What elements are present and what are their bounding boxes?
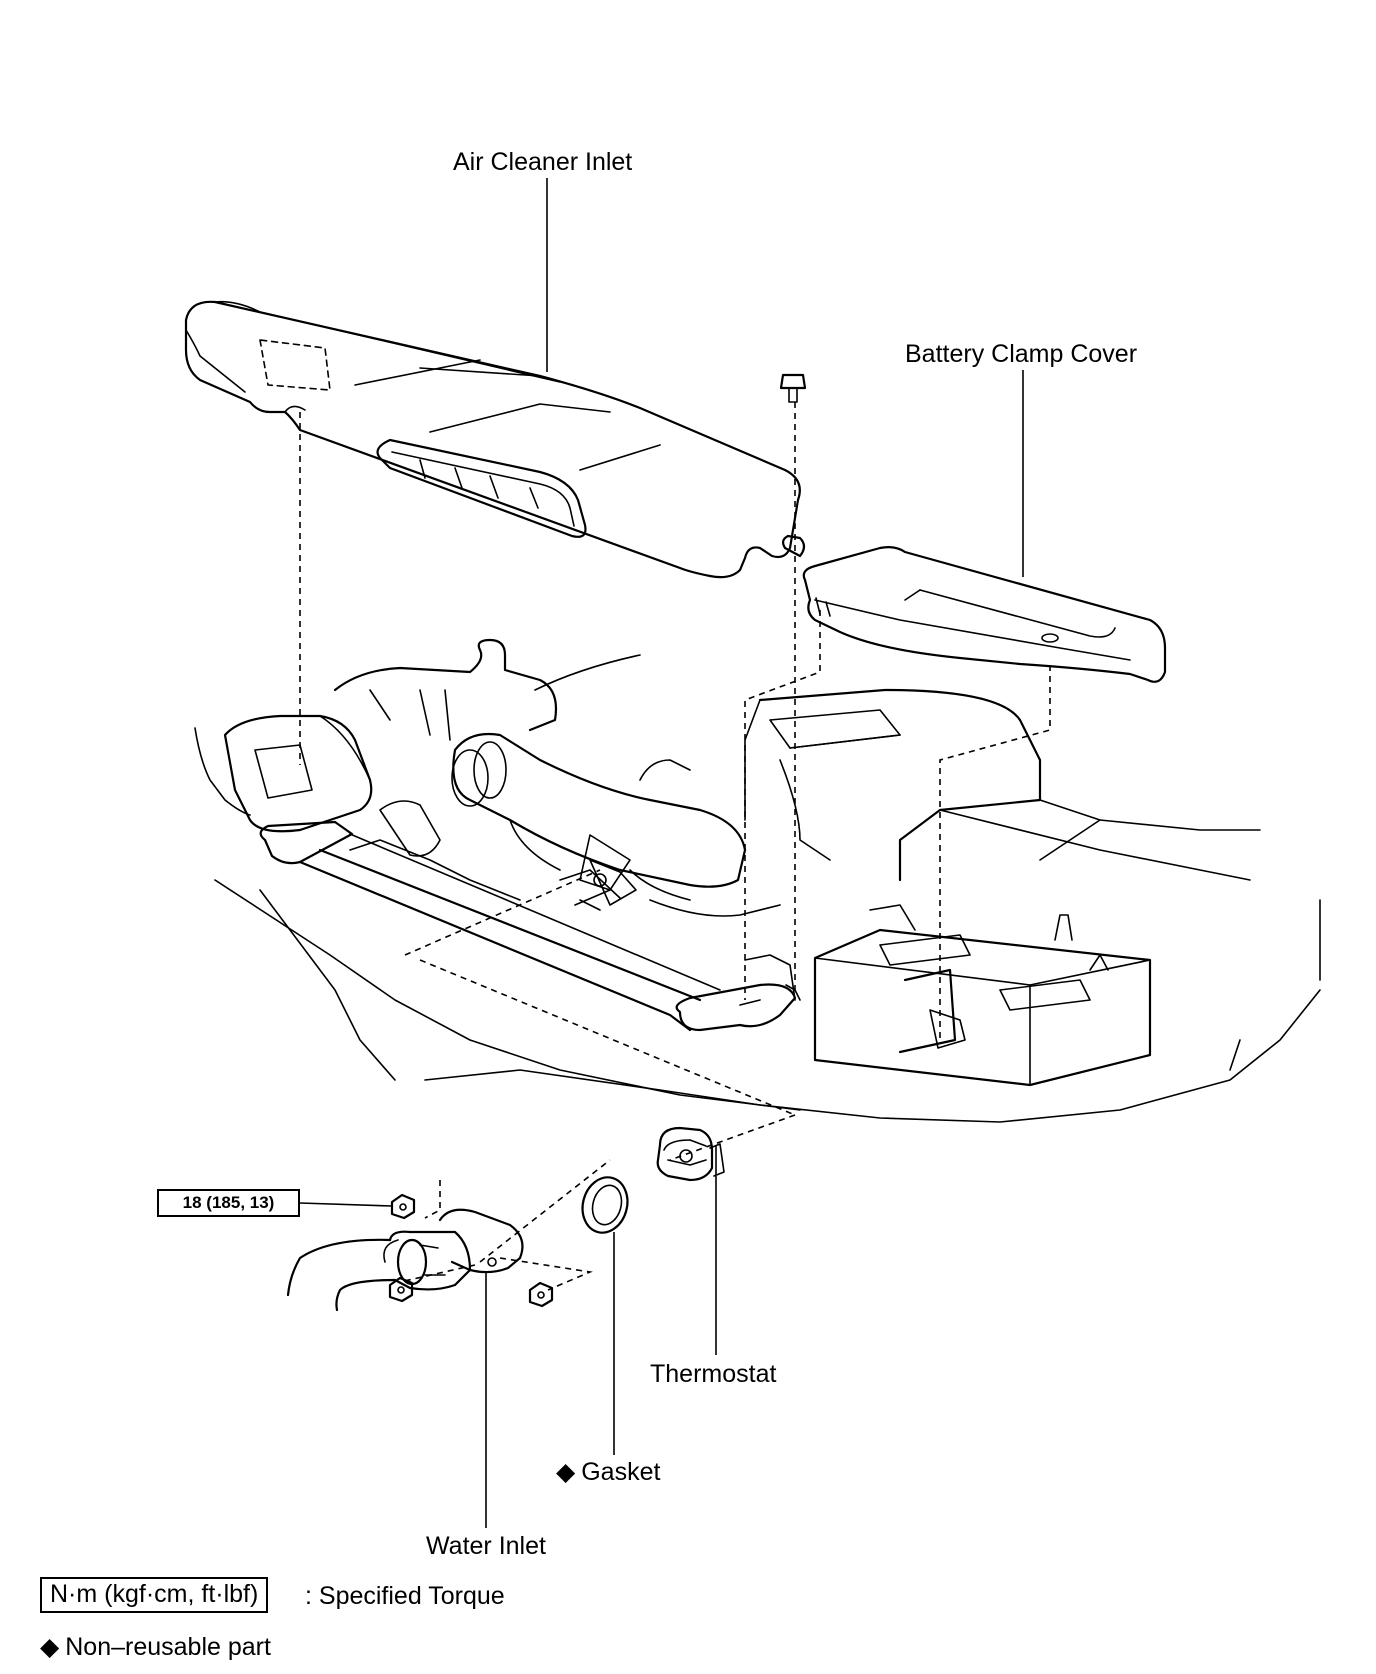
legend-non-reusable-text: Non–reusable part (65, 1633, 271, 1661)
non-reusable-diamond-icon: ◆ (40, 1633, 60, 1661)
thermostat-label: Thermostat (650, 1360, 777, 1388)
air-cleaner-inlet-label: Air Cleaner Inlet (453, 148, 633, 176)
legend-torque-units-box: N·m (kgf·cm, ft·lbf) (40, 1577, 269, 1613)
gasket-label-text: Gasket (581, 1458, 661, 1486)
gasket-label: ◆Gasket (556, 1460, 660, 1485)
alignment-lines (299, 402, 1051, 1291)
legend-non-reusable: ◆Non–reusable part (40, 1632, 271, 1662)
water-inlet-part (286, 1208, 524, 1312)
non-reusable-diamond-icon: ◆ (556, 1458, 576, 1486)
engine-bay-drawing (194, 638, 1321, 1123)
air-cleaner-inlet-drawing (184, 300, 806, 579)
battery-clamp-cover-label: Battery Clamp Cover (905, 340, 1138, 368)
legend-torque-meaning: : Specified Torque (305, 1582, 505, 1610)
nut-icon (390, 1193, 416, 1220)
nut-icon (528, 1281, 554, 1308)
leader-lines (299, 178, 1024, 1528)
gasket-part (581, 1176, 629, 1234)
water-inlet-label: Water Inlet (426, 1532, 546, 1560)
battery-clamp-cover-drawing (802, 546, 1167, 683)
torque-spec-box: 18 (185, 13) (157, 1189, 300, 1217)
nut-icon (388, 1276, 414, 1303)
bolt-icon (779, 373, 807, 403)
thermostat-part (656, 1126, 725, 1182)
